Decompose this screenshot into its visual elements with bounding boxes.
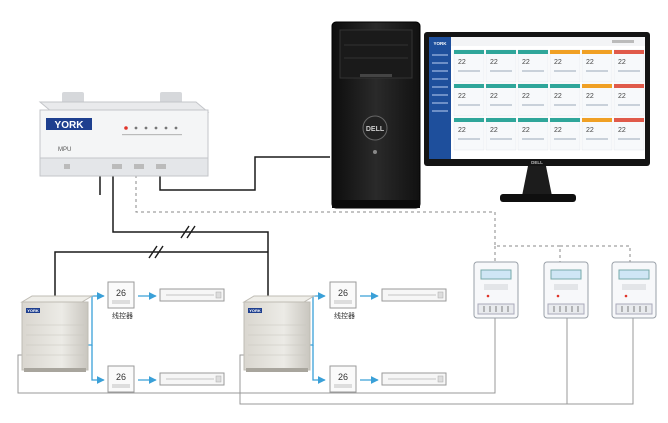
screen-tile: 22 — [453, 117, 485, 151]
svg-text:26: 26 — [338, 372, 348, 382]
indoor-unit-right-top — [381, 288, 447, 302]
remote-controller-left-bottom: 26 — [107, 365, 135, 393]
dashed-meter-bus — [135, 175, 631, 262]
screen-tile: 22 — [453, 83, 485, 117]
screen-tile: 22 — [613, 117, 645, 151]
outdoor-right-brand: YORK — [249, 308, 261, 313]
indoor-unit-left-bottom — [159, 372, 225, 386]
screen-tile: 22 — [581, 117, 613, 151]
indoor-unit-right-bottom — [381, 372, 447, 386]
outdoor-unit-right: YORK — [242, 295, 316, 372]
screen-tile: 22 — [485, 83, 517, 117]
screen-tile-temperature: 22 — [522, 59, 530, 66]
screen-tile-temperature: 22 — [490, 59, 498, 66]
screen-tile: 22 — [549, 117, 581, 151]
indoor-unit-left-top — [159, 288, 225, 302]
outdoor-left-brand: YORK — [27, 308, 39, 313]
screen-tile: 22 — [549, 49, 581, 83]
tower-dell-logo: DELL — [366, 126, 385, 133]
screen-app-logo: YORK — [433, 41, 447, 46]
screen-tile-temperature: 22 — [458, 127, 466, 134]
svg-text:26: 26 — [116, 372, 126, 382]
signal-lines — [54, 156, 330, 298]
screen-tile: 22 — [453, 49, 485, 83]
screen-tile: 22 — [485, 117, 517, 151]
screen-tile-temperature: 22 — [554, 59, 562, 66]
screen-tile: 22 — [517, 117, 549, 151]
remote-controller-left-top: 26 — [107, 281, 135, 309]
mpu-model-label: MPU — [58, 147, 71, 153]
screen-tile-temperature: 22 — [554, 127, 562, 134]
screen-tile-temperature: 22 — [586, 127, 594, 134]
energy-meter-1 — [473, 261, 519, 319]
svg-text:26: 26 — [116, 288, 126, 298]
screen-tile: 22 — [549, 83, 581, 117]
screen-tile-temperature: 22 — [522, 127, 530, 134]
remote-controller-right-top: 26 — [329, 281, 357, 309]
screen-tile-temperature: 22 — [586, 93, 594, 100]
energy-meter-3 — [611, 261, 657, 319]
outdoor-unit-left: YORK — [20, 295, 94, 372]
screen-tile-temperature: 22 — [618, 93, 626, 100]
screen-tile: 22 — [485, 49, 517, 83]
screen-tile-temperature: 22 — [458, 93, 466, 100]
screen-tile-temperature: 22 — [618, 59, 626, 66]
screen-tile: 22 — [581, 49, 613, 83]
screen-tile-temperature: 22 — [458, 59, 466, 66]
screen-tile: 22 — [517, 49, 549, 83]
screen-tile-grid: 22 22 22 22 22 22 22 22 22 22 22 22 22 22 22 22 22 22 — [453, 49, 645, 151]
screen-tile-temperature: 22 — [554, 93, 562, 100]
left-distribution-arrows — [88, 292, 157, 384]
screen-tile-temperature: 22 — [490, 127, 498, 134]
line-break-marks — [148, 225, 196, 259]
screen-tile: 22 — [581, 83, 613, 117]
mpu-controller: YORK MPU — [38, 92, 210, 177]
remote-controller-right-bottom: 26 — [329, 365, 357, 393]
energy-meter-2 — [543, 261, 589, 319]
screen-tile-temperature: 22 — [490, 93, 498, 100]
mpu-brand-logo: YORK — [55, 120, 85, 131]
monitor-dell-logo: DELL — [531, 160, 543, 165]
svg-text:26: 26 — [338, 288, 348, 298]
desktop-tower: DELL — [331, 21, 421, 209]
screen-tile-temperature: 22 — [522, 93, 530, 100]
screen-tile: 22 — [613, 83, 645, 117]
screen-tile-temperature: 22 — [618, 127, 626, 134]
screen-tile-temperature: 22 — [586, 59, 594, 66]
mpu-status-leds — [122, 126, 182, 136]
remote-controller-label-left: 线控器 — [112, 311, 133, 320]
screen-tile: 22 — [517, 83, 549, 117]
screen-tile: 22 — [613, 49, 645, 83]
remote-controller-label-right: 线控器 — [334, 311, 355, 320]
